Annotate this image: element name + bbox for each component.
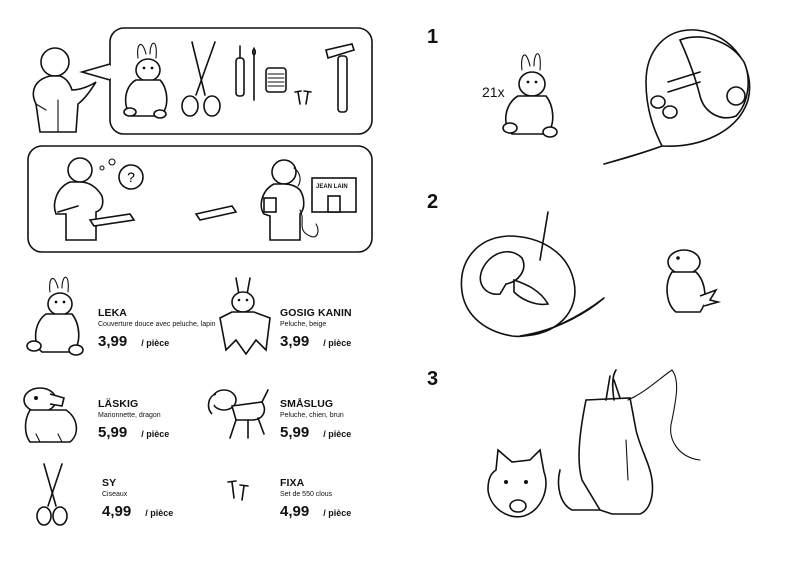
product-price: 4,99 bbox=[102, 503, 132, 520]
price-unit: / pièce bbox=[141, 338, 170, 348]
product-laskig: LÄSKIG Marionnette, dragon 5,99 / pièce bbox=[98, 398, 169, 442]
product-desc: Ciseaux bbox=[102, 491, 128, 498]
thread-spool-icon bbox=[265, 67, 287, 93]
product-price: 5,99 bbox=[98, 424, 128, 441]
product-name: SMÅSLUG bbox=[280, 398, 334, 410]
product-smaslug: SMÅSLUG Peluche, chien, brun 5,99 / pièce bbox=[280, 398, 351, 442]
smaslug-dog-icon bbox=[207, 389, 269, 439]
product-leka: LEKA Couverture douce avec peluche, lapi… bbox=[98, 307, 216, 351]
product-desc: Peluche, chien, brun bbox=[280, 412, 344, 419]
shop-sign: JEAN LAIN bbox=[316, 184, 348, 190]
tools-panel bbox=[79, 27, 373, 135]
quantity-label: 21x bbox=[482, 84, 505, 100]
product-name: FIXA bbox=[280, 477, 305, 489]
scissors-icon bbox=[181, 41, 221, 117]
product-desc: Marionnette, dragon bbox=[98, 412, 161, 419]
product-price: 3,99 bbox=[98, 333, 128, 350]
laskig-dragon-icon bbox=[23, 387, 78, 443]
dog-head-icon bbox=[487, 448, 547, 518]
product-price: 3,99 bbox=[280, 333, 310, 350]
product-price: 4,99 bbox=[280, 503, 310, 520]
step-number-2: 2 bbox=[427, 191, 439, 213]
price-unit: / pièce bbox=[141, 429, 170, 439]
price-unit: / pièce bbox=[323, 508, 352, 518]
puppet-body-icon bbox=[557, 369, 701, 515]
product-name: LEKA bbox=[98, 307, 127, 319]
product-sy: SY Ciseaux 4,99 / pièce bbox=[102, 477, 173, 521]
product-name: LÄSKIG bbox=[98, 398, 139, 410]
product-desc: Peluche, beige bbox=[280, 321, 327, 328]
step1-bubble bbox=[603, 29, 751, 165]
step-number-1: 1 bbox=[427, 26, 439, 48]
price-unit: / pièce bbox=[145, 508, 174, 518]
step1-bunny-icon bbox=[502, 53, 558, 138]
price-unit: / pièce bbox=[323, 338, 352, 348]
gosig-kanin-icon bbox=[219, 277, 271, 356]
price-unit: / pièce bbox=[323, 429, 352, 439]
hammer-icon bbox=[325, 43, 356, 113]
step2-bubble bbox=[460, 211, 605, 338]
phone-person-icon bbox=[260, 159, 357, 241]
help-panel bbox=[27, 145, 373, 253]
seam-ripper-icon bbox=[235, 45, 245, 97]
leka-bunny-icon bbox=[26, 276, 84, 356]
product-name: GOSIG KANIN bbox=[280, 307, 352, 319]
nails-icon bbox=[294, 90, 312, 105]
product-name: SY bbox=[102, 477, 117, 489]
question-mark: ? bbox=[127, 169, 135, 185]
board-icon bbox=[88, 205, 238, 227]
thinking-person-icon bbox=[53, 157, 144, 241]
product-desc: Set de 550 clous bbox=[280, 491, 333, 498]
step-number-3: 3 bbox=[427, 368, 439, 390]
sy-scissors-icon bbox=[36, 463, 68, 526]
needle-icon bbox=[251, 47, 257, 101]
product-fixa: FIXA Set de 550 clous 4,99 / pièce bbox=[280, 477, 351, 521]
fixa-nails-icon bbox=[227, 480, 249, 501]
bunny-icon bbox=[123, 42, 168, 119]
product-price: 5,99 bbox=[280, 424, 310, 441]
step2-dragon-icon bbox=[666, 249, 722, 313]
product-gosig-kanin: GOSIG KANIN Peluche, beige 3,99 / pièce bbox=[280, 307, 352, 351]
person-icon bbox=[32, 47, 97, 133]
product-desc: Couverture douce avec peluche, lapin bbox=[98, 321, 216, 328]
